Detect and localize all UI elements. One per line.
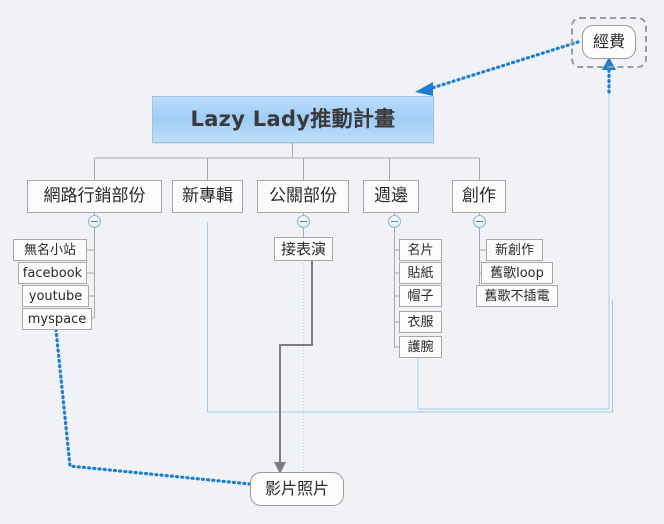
collapse-handle-merchandise[interactable]	[388, 215, 401, 228]
leaf-node-facebook[interactable]: facebook	[18, 262, 87, 284]
leaf-label: facebook	[22, 265, 83, 281]
leaf-node-clothing[interactable]: 衣服	[399, 311, 442, 333]
relation-wristband-to-budget	[417, 70, 610, 410]
leaf-label: youtube	[28, 288, 83, 304]
leaf-label: 舊歌loop	[490, 265, 544, 281]
branch-label: 創作	[462, 186, 496, 206]
selection-outline-budget	[571, 17, 647, 68]
leaf-node-wretch[interactable]: 無名小站	[13, 239, 87, 261]
collapse-handle-public-relations[interactable]	[297, 215, 310, 228]
relation-budget-to-root	[415, 40, 580, 96]
leaf-label: myspace	[27, 311, 87, 327]
leaf-node-youtube[interactable]: youtube	[22, 285, 89, 307]
branch-label: 網路行銷部份	[43, 186, 146, 206]
leaf-node-old-song-loop[interactable]: 舊歌loop	[481, 262, 553, 284]
leaf-label: 衣服	[407, 314, 434, 330]
leaf-node-new-work[interactable]: 新創作	[486, 239, 543, 261]
branch-node-network-marketing[interactable]: 網路行銷部份	[27, 180, 162, 213]
collapse-handle-creation[interactable]	[473, 215, 486, 228]
branch-node-new-album[interactable]: 新專輯	[172, 180, 243, 213]
floating-node-label: 影片照片	[264, 479, 329, 498]
leaf-node-book-performance[interactable]: 接表演	[274, 237, 333, 261]
relation-perform-to-media	[274, 260, 313, 474]
floating-node-label: 經費	[592, 32, 625, 51]
branch-label: 新專輯	[182, 186, 233, 206]
floating-node-media[interactable]: 影片照片	[250, 472, 344, 506]
leaf-label: 舊歌不插電	[484, 288, 550, 304]
tree-connectors	[94, 143, 480, 180]
leaf-node-hat[interactable]: 帽子	[399, 285, 442, 307]
root-node-label: Lazy Lady推動計畫	[190, 107, 396, 131]
leaf-label: 名片	[407, 242, 434, 258]
leaf-node-myspace[interactable]: myspace	[22, 308, 92, 330]
leaf-node-old-song-unplugged[interactable]: 舊歌不插電	[476, 285, 558, 307]
leaf-node-sticker[interactable]: 貼紙	[399, 262, 442, 284]
leaf-label: 無名小站	[23, 242, 76, 258]
floating-node-budget[interactable]: 經費	[582, 25, 636, 59]
leaf-node-wristband[interactable]: 護腕	[399, 336, 442, 358]
root-node[interactable]: Lazy Lady推動計畫	[152, 96, 434, 143]
leaf-label: 護腕	[407, 339, 434, 355]
leaf-label: 貼紙	[407, 265, 434, 281]
relation-dotted-drops	[207, 222, 304, 486]
branch-node-public-relations[interactable]: 公關部份	[257, 180, 349, 213]
leaf-label: 新創作	[494, 242, 534, 258]
leaf-label: 接表演	[280, 239, 326, 258]
branch-label: 週邊	[374, 186, 408, 206]
collapse-handle-network-marketing[interactable]	[88, 215, 101, 228]
leaf-label: 帽子	[407, 288, 434, 304]
branch-label: 公關部份	[269, 186, 337, 206]
relation-newalbum-to-creation	[207, 222, 613, 413]
leaf-node-business-card[interactable]: 名片	[399, 239, 442, 261]
branch-node-merchandise[interactable]: 週邊	[363, 180, 419, 213]
branch-node-creation[interactable]: 創作	[452, 180, 506, 213]
relation-media-to-myspace	[49, 316, 252, 486]
